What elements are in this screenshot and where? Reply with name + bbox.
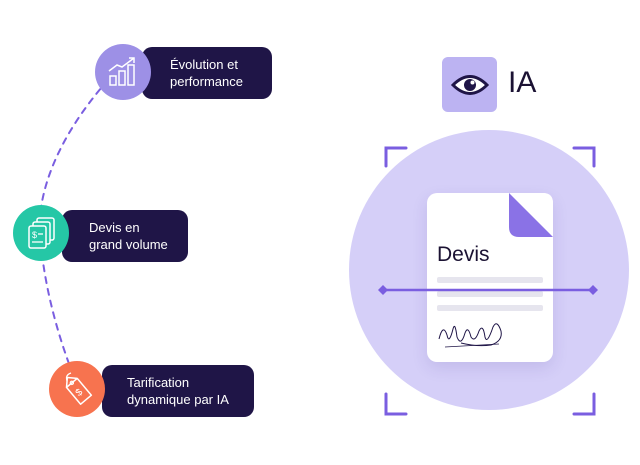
signature-icon [438,323,502,348]
feature-pill-evolution: Évolution et performance [142,47,272,99]
feature-pill-volume: Devis en grand volume [62,210,188,262]
feature-node-pricing: $ [49,361,105,417]
svg-text:$: $ [32,230,37,240]
growth-chart-icon [108,57,135,86]
feature-node-volume: $ [13,205,69,261]
document-stack-icon: $ [28,217,55,249]
ia-label: IA [508,66,537,99]
feature-label-evolution: Évolution et performance [170,57,243,89]
document-corner-fold [509,193,553,237]
ia-badge [442,57,497,112]
eye-icon [450,74,489,95]
feature-label-volume: Devis en grand volume [89,220,168,252]
feature-label-pricing: Tarification dynamique par IA [127,375,229,407]
svg-text:$: $ [74,387,86,399]
price-tag-icon: $ [65,372,93,405]
feature-pill-pricing: Tarification dynamique par IA [102,365,254,417]
quote-document: Devis [427,193,553,362]
document-line [437,305,543,311]
document-title: Devis [437,243,490,266]
document-line [437,291,543,297]
document-line [437,277,543,283]
feature-node-evolution [95,44,151,100]
